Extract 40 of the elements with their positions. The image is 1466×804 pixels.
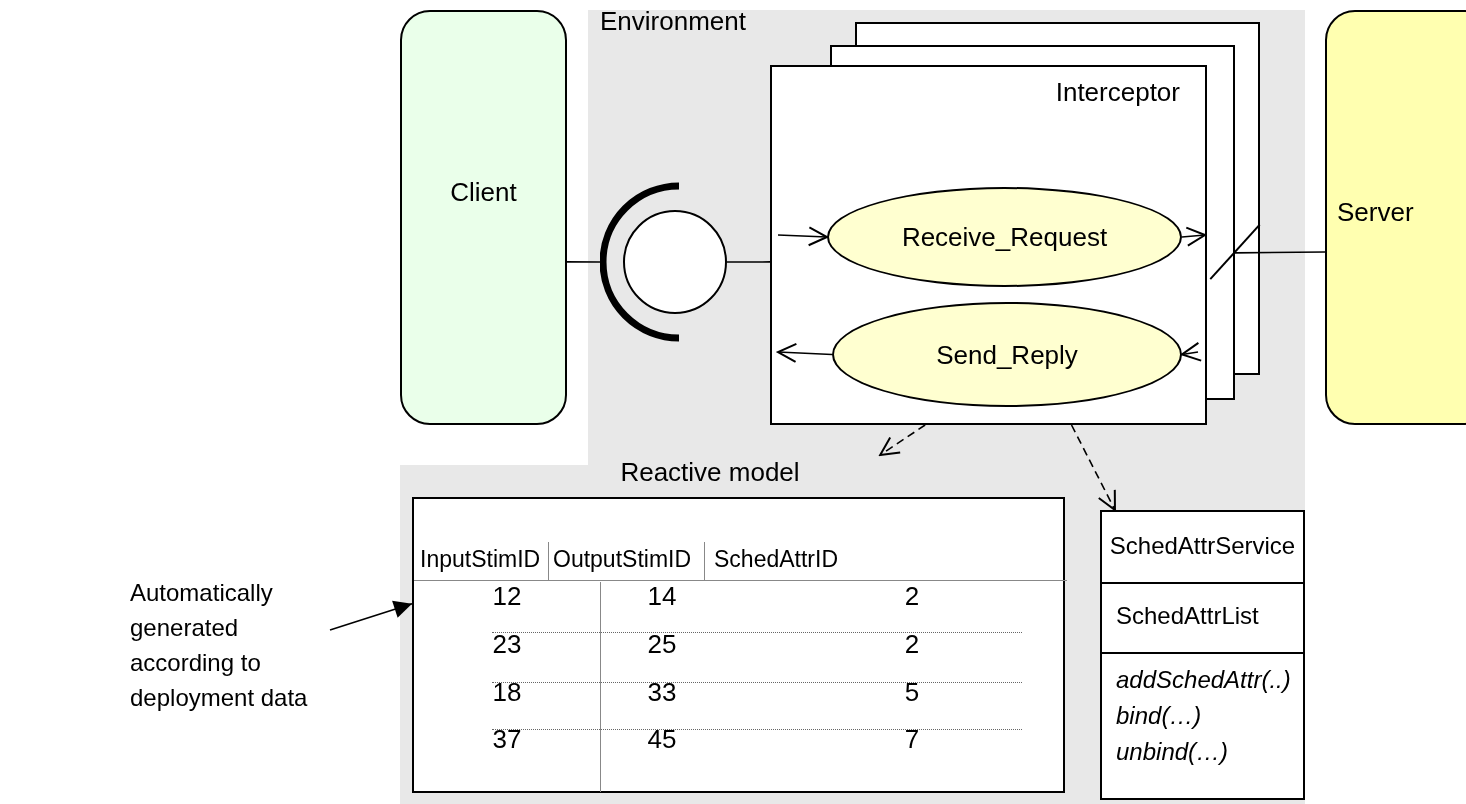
arrow xyxy=(329,600,413,631)
class-name: SchedAttrService xyxy=(1108,531,1297,561)
table-cell-text: 33 xyxy=(646,677,678,708)
connector-line xyxy=(726,261,771,263)
table-cell-text: 14 xyxy=(646,581,678,612)
column-header: OutputStimID xyxy=(553,546,692,573)
dependency-arrow xyxy=(1070,424,1116,511)
operation-list: addSchedAttr(..) bind(…) unbind(…) xyxy=(1102,662,1317,770)
table-cell-text: 45 xyxy=(646,724,678,755)
client-box xyxy=(400,10,567,425)
table-cell-text: 25 xyxy=(646,629,678,660)
table-cell-text: 5 xyxy=(903,677,921,708)
arrow xyxy=(777,342,833,363)
receive-request-label: Receive_Request xyxy=(900,221,1109,253)
server-box xyxy=(1325,10,1466,425)
environment-label: Environment xyxy=(600,6,746,37)
interface-socket-drawing xyxy=(600,182,727,342)
class-box xyxy=(1100,510,1305,800)
interceptor-label: Interceptor xyxy=(1055,77,1180,108)
table-cell-text: 12 xyxy=(491,581,523,612)
arrow xyxy=(1181,341,1203,362)
attribute-text: SchedAttrList xyxy=(1115,601,1260,631)
table-cell-text: 18 xyxy=(491,677,523,708)
interceptor-box xyxy=(770,65,1207,425)
table-cell-text: 2 xyxy=(903,581,921,612)
arrow xyxy=(1181,226,1206,247)
arrow xyxy=(777,226,828,247)
column-header: InputStimID xyxy=(420,546,541,573)
connector-line xyxy=(566,261,601,263)
send-reply-label: Send_Reply xyxy=(935,339,1079,370)
table-cell-text: 2 xyxy=(903,629,921,660)
column-header: SchedAttrID xyxy=(714,546,838,573)
annotation-text: Automatically generated according to deployment data xyxy=(130,578,309,713)
server-label: Server xyxy=(1337,197,1414,228)
table-cell-text: 37 xyxy=(491,724,523,755)
table-cell-text: 7 xyxy=(903,724,921,755)
client-label: Client xyxy=(449,177,518,208)
dependency-arrow xyxy=(879,424,926,456)
table-heading: Reactive model xyxy=(619,457,801,488)
table-cell-text: 23 xyxy=(491,629,523,660)
